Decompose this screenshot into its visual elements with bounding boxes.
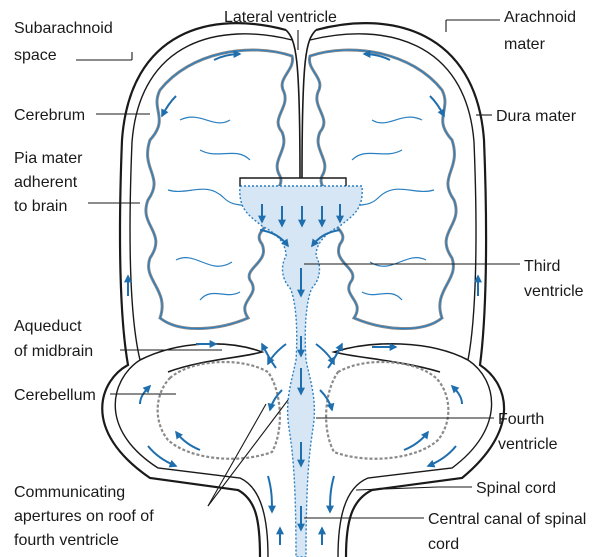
label-subarachnoid-line1: Subarachnoid [14,20,113,37]
label-third-ventricle-line2: ventricle [524,283,584,300]
label-arachnoid-line2: mater [504,36,546,53]
tentorium-fold-right [334,344,468,372]
tentorium-fold-left [140,344,262,372]
label-lateral-ventricle: Lateral ventricle [224,9,337,26]
lateral-ventricle-bracket [240,178,346,186]
label-pia-line3: to brain [14,198,67,215]
label-central-canal-line1: Central canal of spinal [428,511,586,528]
label-pia-line1: Pia mater [14,150,83,167]
label-third-ventricle-line1: Third [524,258,560,275]
label-communicating-line2: apertures on roof of [14,508,154,525]
label-aqueduct-line2: of midbrain [14,343,93,360]
label-dura-mater: Dura mater [496,108,577,125]
label-cerebrum: Cerebrum [14,107,85,124]
label-communicating-line3: fourth ventricle [14,532,119,549]
label-pia-line2: adherent [14,174,78,191]
label-central-canal-line2: cord [428,536,459,553]
label-arachnoid-line1: Arachnoid [504,9,576,26]
label-cerebellum: Cerebellum [14,387,96,404]
label-aqueduct-line1: Aqueduct [14,318,82,335]
label-spinal-cord: Spinal cord [476,480,556,497]
label-communicating-line1: Communicating [14,484,125,501]
label-fourth-ventricle-line2: ventricle [498,436,558,453]
label-fourth-ventricle-line1: Fourth [498,411,544,428]
label-subarachnoid-line2: space [14,47,57,64]
falx-cerebri [286,30,316,178]
